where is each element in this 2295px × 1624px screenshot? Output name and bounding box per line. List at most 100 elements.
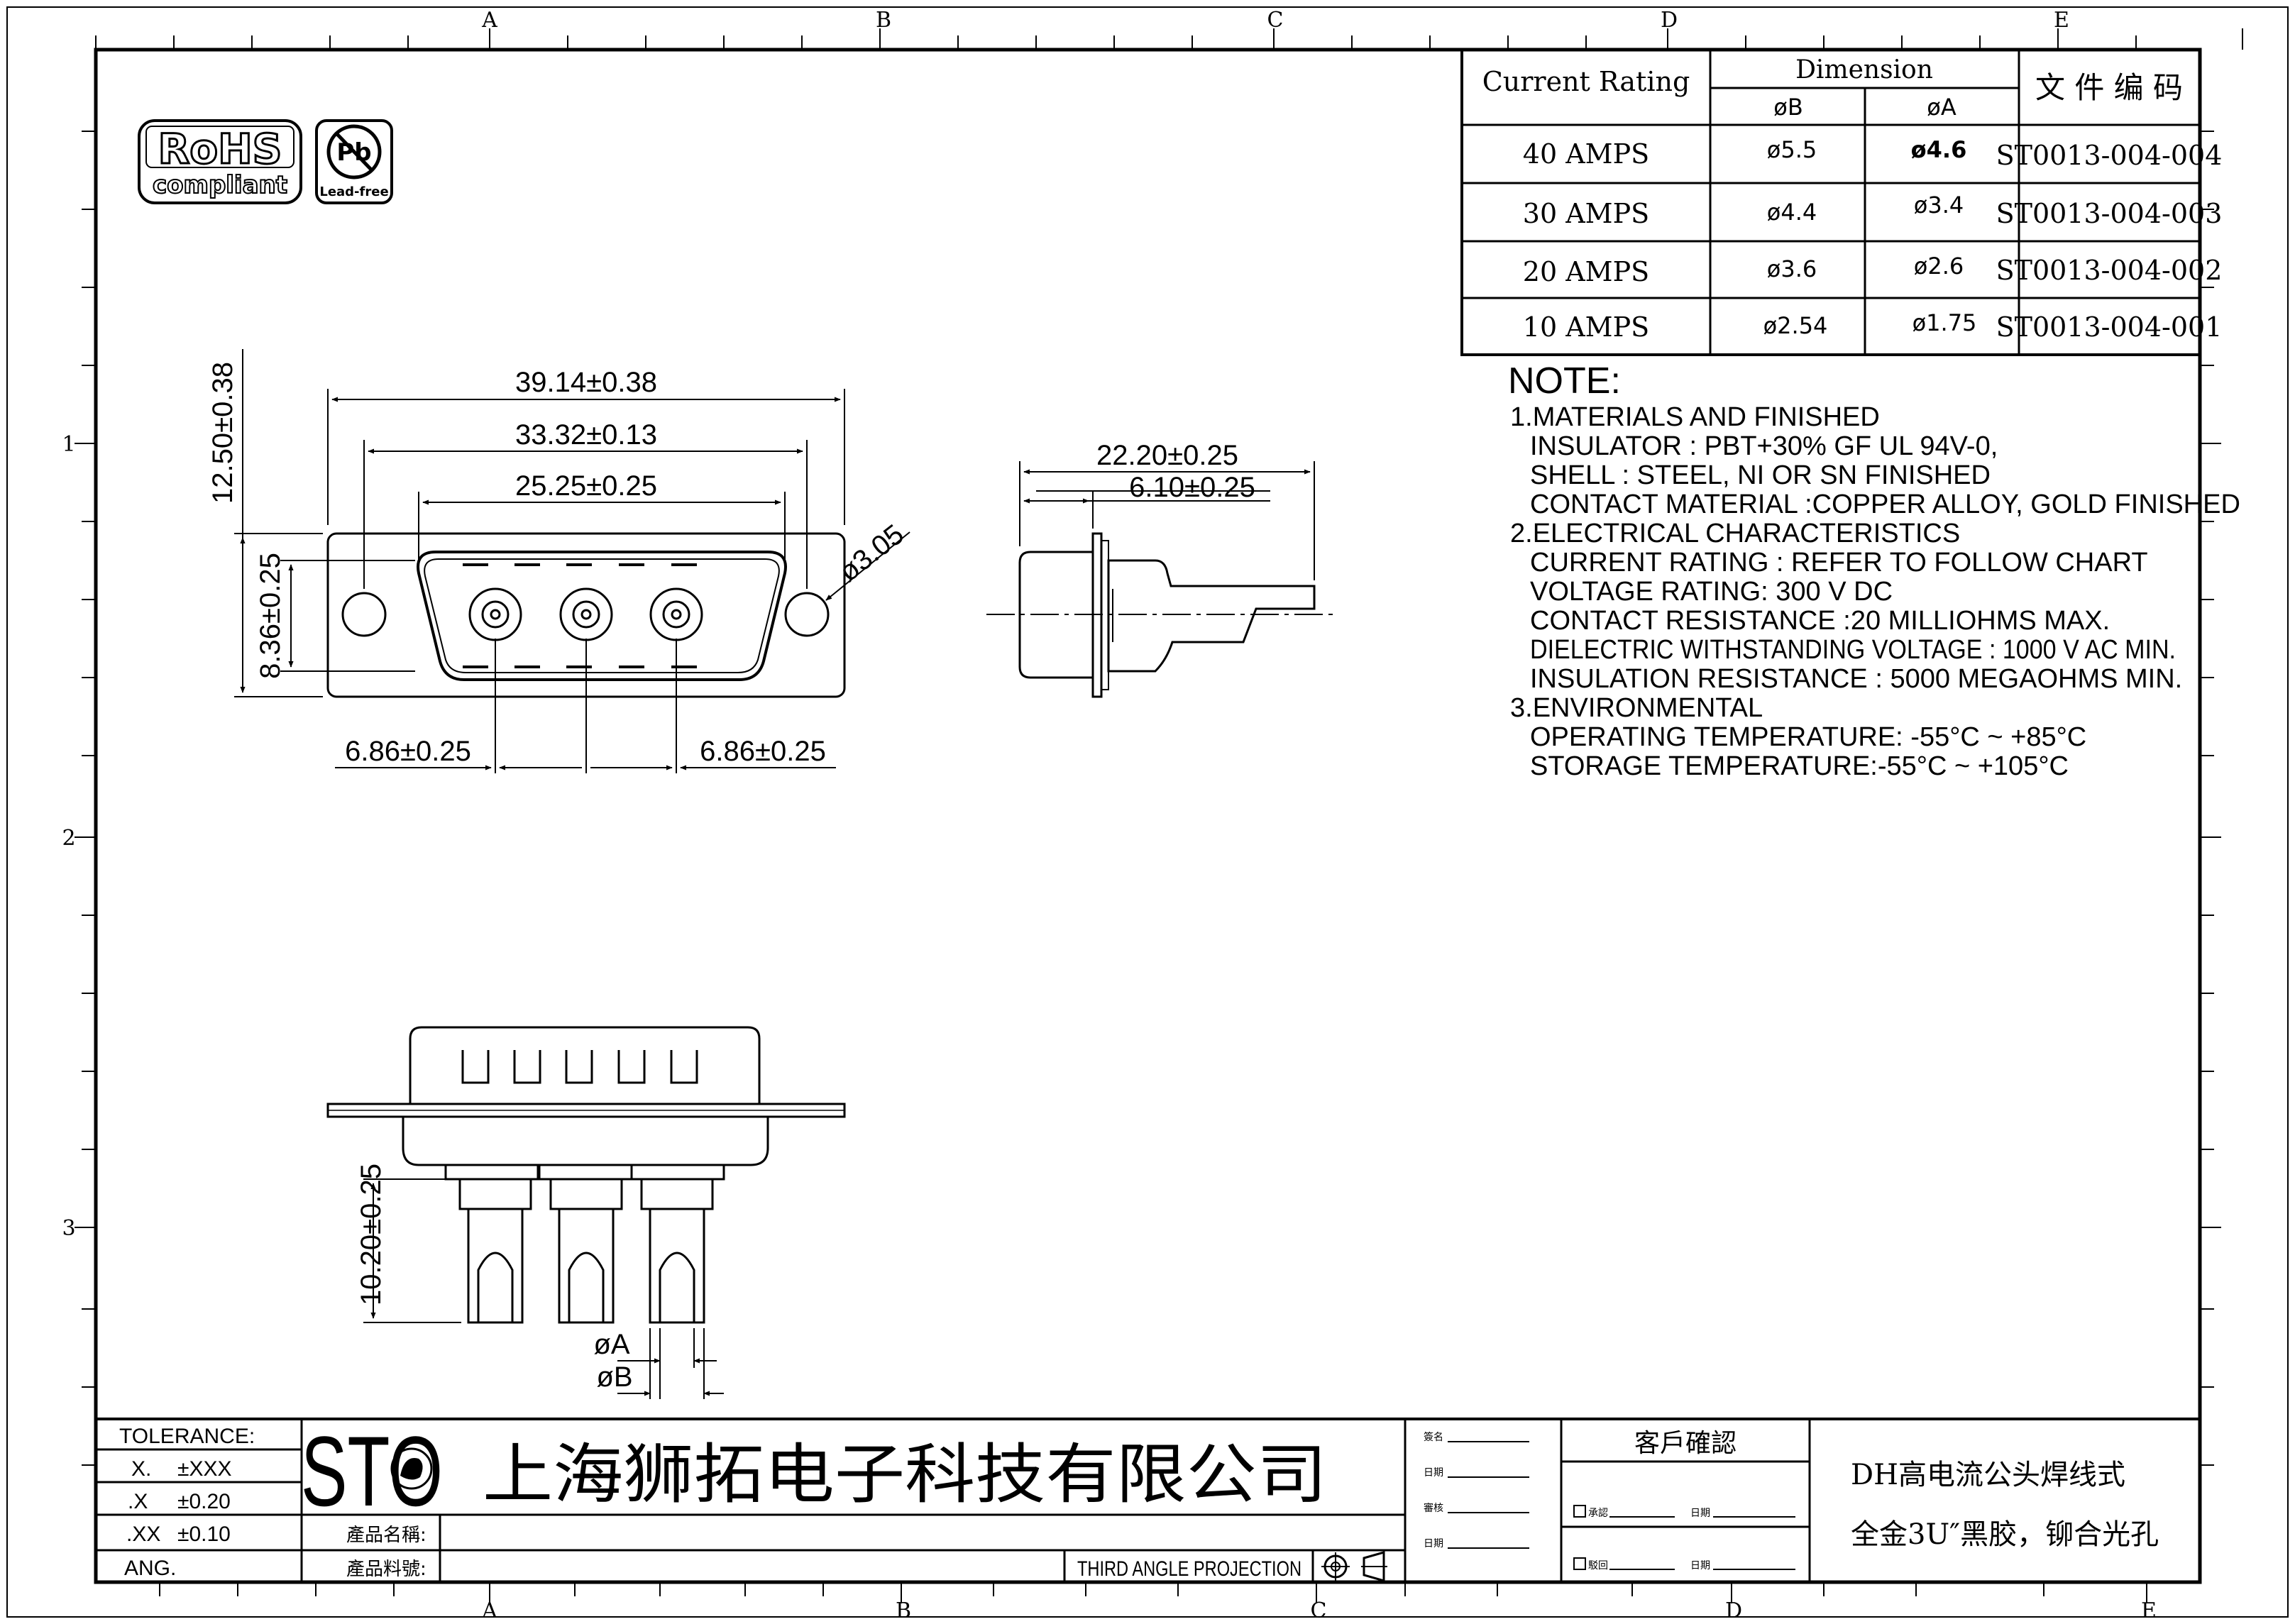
rohs-badge-caption: compliant — [153, 171, 287, 199]
dim-dia-b: øB — [596, 1361, 632, 1393]
dim-hole-spacing: 33.32±0.13 — [515, 419, 657, 451]
dim-dia-a: øA — [593, 1329, 629, 1360]
note-line-8: CONTACT RESISTANCE :20 MILLIOHMS MAX. — [1530, 606, 2110, 636]
table-row3-dia-b: ø3.6 — [1767, 255, 1817, 282]
sign-label-4: 日期 — [1424, 1538, 1443, 1550]
table-row4-code: ST0013-004-001 — [1996, 311, 2223, 343]
table-row4-dia-b: ø2.54 — [1763, 312, 1828, 339]
dim-flange-height: 12.50±0.38 — [207, 362, 238, 504]
side-view: 22.20±0.25 6.10±0.25 — [986, 440, 1334, 698]
col-label-top-a: A — [481, 8, 497, 33]
row-label-2: 2 — [62, 826, 75, 851]
table-row2-dia-b: ø4.4 — [1767, 199, 1817, 226]
projection-label: THIRD ANGLE PROJECTION — [1077, 1557, 1301, 1581]
sheet-frame: A B C D E A B C D E 1 2 3 — [6, 6, 2289, 1623]
dim-shell-depth: 6.10±0.25 — [1129, 472, 1255, 503]
tol-key-3: .XX — [126, 1523, 160, 1546]
front-view: 39.14±0.38 33.32±0.13 25.25±0.25 12.50±0… — [207, 349, 910, 773]
table-row3-code: ST0013-004-002 — [1996, 255, 2223, 286]
note-line-5: 2.ELECTRICAL CHARACTERISTICS — [1510, 519, 1960, 548]
customer-confirm-title: 客戶確認 — [1634, 1429, 1737, 1458]
sign-label-3: 審核 — [1424, 1503, 1443, 1514]
notes-block: NOTE: 1.MATERIALS AND FINISHED INSULATOR… — [1508, 360, 2240, 781]
table-row4-current: 10 AMPS — [1523, 311, 1649, 343]
note-line-1: 1.MATERIALS AND FINISHED — [1510, 402, 1880, 432]
note-line-4: CONTACT MATERIAL :COPPER ALLOY, GOLD FIN… — [1530, 490, 2240, 519]
product-description-line2: 全金3U″黑胶，铆合光孔 — [1851, 1518, 2159, 1551]
reject-label: 駁回 — [1588, 1560, 1608, 1571]
table-header-dia-b: øB — [1773, 94, 1803, 121]
dim-pitch-right: 6.86±0.25 — [700, 736, 826, 767]
bottom-view: 10.20±0.25 øA øB — [326, 1026, 846, 1399]
table-header-dia-a: øA — [1927, 94, 1956, 121]
table-header-dimension: Dimension — [1795, 55, 1933, 84]
tol-val-1: ±XXX — [177, 1457, 232, 1481]
title-block: TOLERANCE: X. ±XXX .X ±0.20 .XX ±0.10 AN… — [96, 1415, 2200, 1582]
product-description-line1: DH高电流公头焊线式 — [1851, 1459, 2125, 1491]
table-row2-code: ST0013-004-003 — [1996, 198, 2223, 229]
row-label-3: 3 — [62, 1216, 75, 1241]
dim-cup-height: 10.20±0.25 — [356, 1164, 387, 1305]
table-row1-current: 40 AMPS — [1523, 138, 1649, 170]
table-row2-dia-a: ø3.4 — [1914, 192, 1964, 219]
lion-icon — [390, 1447, 433, 1490]
tol-val-3: ±0.10 — [177, 1523, 231, 1546]
tol-key-2: .X — [128, 1490, 148, 1513]
col-label-bottom-c: C — [1311, 1598, 1327, 1623]
tol-key-4: ANG. — [124, 1557, 176, 1580]
note-line-9: DIELECTRIC WITHSTANDING VOLTAGE : 1000 V… — [1530, 635, 2176, 665]
company-name: 上海狮拓电子科技有限公司 — [483, 1437, 1327, 1513]
col-label-bottom-b: B — [896, 1598, 911, 1623]
lead-free-caption: Lead-free — [319, 184, 388, 199]
note-line-2: INSULATOR : PBT+30% GF UL 94V-0, — [1530, 431, 1998, 461]
third-angle-projection-icon — [1321, 1551, 1387, 1582]
dim-pitch-left: 6.86±0.25 — [345, 736, 471, 767]
col-label-bottom-d: D — [1725, 1598, 1742, 1623]
table-row1-code: ST0013-004-004 — [1996, 140, 2223, 171]
table-header-code: 文 件 编 码 — [2035, 70, 2183, 105]
note-line-7: VOLTAGE RATING: 300 V DC — [1530, 577, 1893, 607]
approve-date-label: 日期 — [1690, 1508, 1710, 1519]
sign-label-1: 簽名 — [1424, 1431, 1443, 1443]
col-label-top-b: B — [876, 8, 891, 33]
col-label-top-d: D — [1661, 8, 1678, 33]
product-number-label: 產品料號: — [346, 1559, 426, 1580]
note-line-3: SHELL : STEEL, NI OR SN FINISHED — [1530, 460, 1991, 490]
tolerance-label: TOLERANCE: — [119, 1425, 255, 1448]
notes-title: NOTE: — [1508, 360, 1621, 402]
tol-val-2: ±0.20 — [177, 1490, 231, 1513]
sto-logo: STO — [301, 1415, 443, 1527]
reject-date-label: 日期 — [1690, 1560, 1710, 1571]
table-row1-dia-b: ø5.5 — [1767, 136, 1817, 163]
note-line-6: CURRENT RATING : REFER TO FOLLOW CHART — [1530, 548, 2148, 578]
dim-overall-width: 39.14±0.38 — [515, 367, 657, 398]
dim-shell-height: 8.36±0.25 — [255, 553, 286, 679]
lead-free-badge: Pb Lead-free — [315, 119, 393, 204]
note-line-12: OPERATING TEMPERATURE: -55°C ~ +85°C — [1530, 722, 2086, 752]
table-row1-dia-a: ø4.6 — [1911, 136, 1967, 163]
col-label-top-e: E — [2054, 8, 2069, 33]
col-label-bottom-e: E — [2141, 1598, 2157, 1623]
rating-table: Current Rating Dimension øB øA 文 件 编 码 4… — [1460, 48, 2223, 356]
sign-label-2: 日期 — [1424, 1467, 1443, 1479]
table-row3-current: 20 AMPS — [1523, 256, 1649, 287]
table-header-current: Current Rating — [1482, 66, 1690, 97]
table-row2-current: 30 AMPS — [1523, 198, 1649, 229]
table-row4-dia-a: ø1.75 — [1912, 309, 1977, 336]
approve-checkbox[interactable] — [1573, 1505, 1586, 1518]
rohs-badge: RoHS compliant — [138, 119, 302, 204]
col-label-top-c: C — [1267, 8, 1284, 33]
note-line-13: STORAGE TEMPERATURE:-55°C ~ +105°C — [1530, 751, 2069, 781]
table-row3-dia-a: ø2.6 — [1914, 253, 1964, 280]
note-line-10: INSULATION RESISTANCE : 5000 MEGAOHMS MI… — [1530, 664, 2182, 694]
approve-label: 承認 — [1588, 1508, 1608, 1519]
rohs-badge-title: RoHS — [158, 125, 282, 173]
dim-total-depth: 22.20±0.25 — [1096, 440, 1238, 471]
row-label-1: 1 — [62, 432, 75, 457]
tol-key-1: X. — [131, 1457, 151, 1481]
dim-shell-width: 25.25±0.25 — [515, 470, 657, 502]
note-line-11: 3.ENVIRONMENTAL — [1510, 693, 1763, 723]
reject-checkbox[interactable] — [1573, 1557, 1586, 1570]
col-label-bottom-a: A — [481, 1598, 497, 1623]
